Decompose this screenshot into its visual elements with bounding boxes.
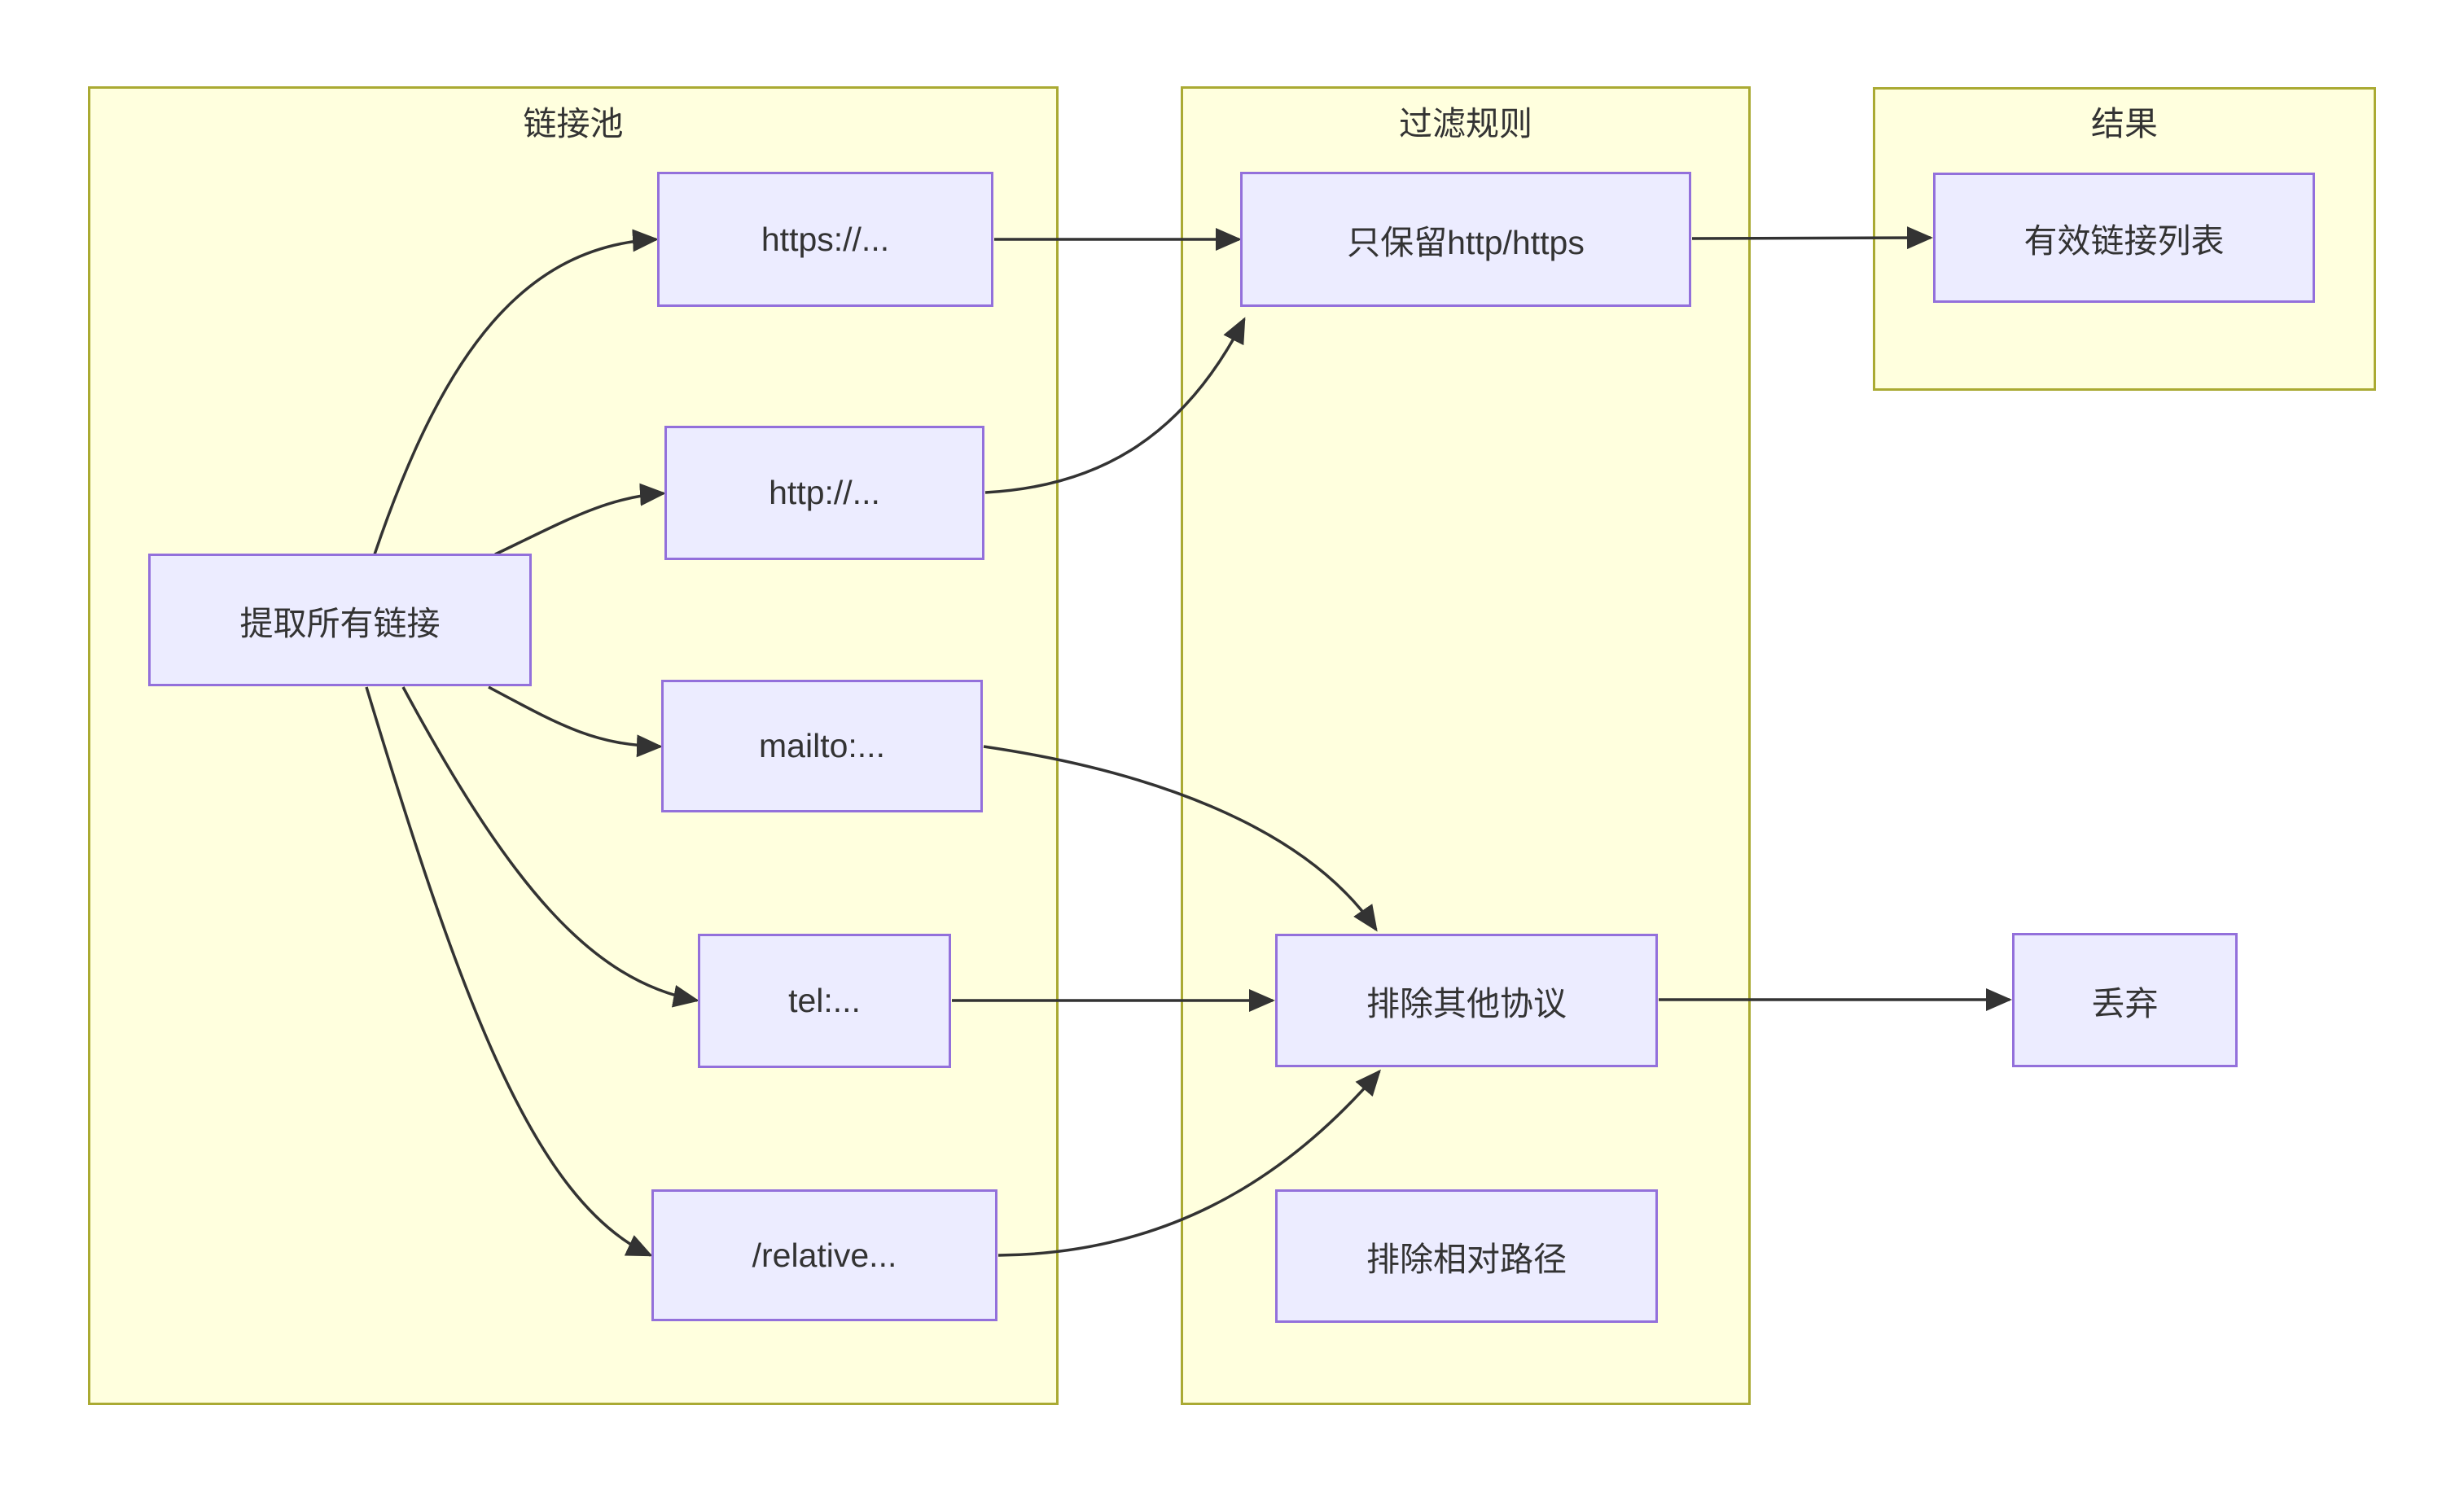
cluster-title-filter-rules: 过滤规则 <box>1399 105 1532 142</box>
node-mailto: mailto:... <box>661 680 983 812</box>
node-tel: tel:... <box>698 934 951 1068</box>
node-keep-http-https: 只保留http/https <box>1240 172 1691 307</box>
node-exclude-other-protocols: 排除其他协议 <box>1275 934 1658 1067</box>
edge-relative-to-exclude-protocols <box>997 1069 1381 1257</box>
node-exclude-relative-paths: 排除相对路径 <box>1275 1189 1658 1323</box>
node-relative: /relative... <box>651 1189 997 1321</box>
edge-keep-to-valid-list <box>1691 226 1933 250</box>
edge-extract-to-mailto <box>488 685 663 758</box>
edge-extract-to-http <box>494 483 666 556</box>
edge-extract-to-https <box>373 229 659 555</box>
node-valid-link-list: 有效链接列表 <box>1933 173 2315 303</box>
node-extract-all-links: 提取所有链接 <box>148 554 532 686</box>
node-http: http://... <box>664 426 984 560</box>
cluster-title-link-pool: 链接池 <box>523 105 624 142</box>
cluster-title-results: 结果 <box>2091 105 2158 142</box>
node-discard: 丢弃 <box>2012 933 2238 1067</box>
edge-mailto-to-exclude-protocols <box>983 745 1378 932</box>
edge-extract-to-relative <box>365 686 653 1257</box>
edge-extract-to-tel <box>401 686 699 1008</box>
node-https: https://... <box>657 172 993 307</box>
edge-http-to-keep <box>984 317 1246 494</box>
